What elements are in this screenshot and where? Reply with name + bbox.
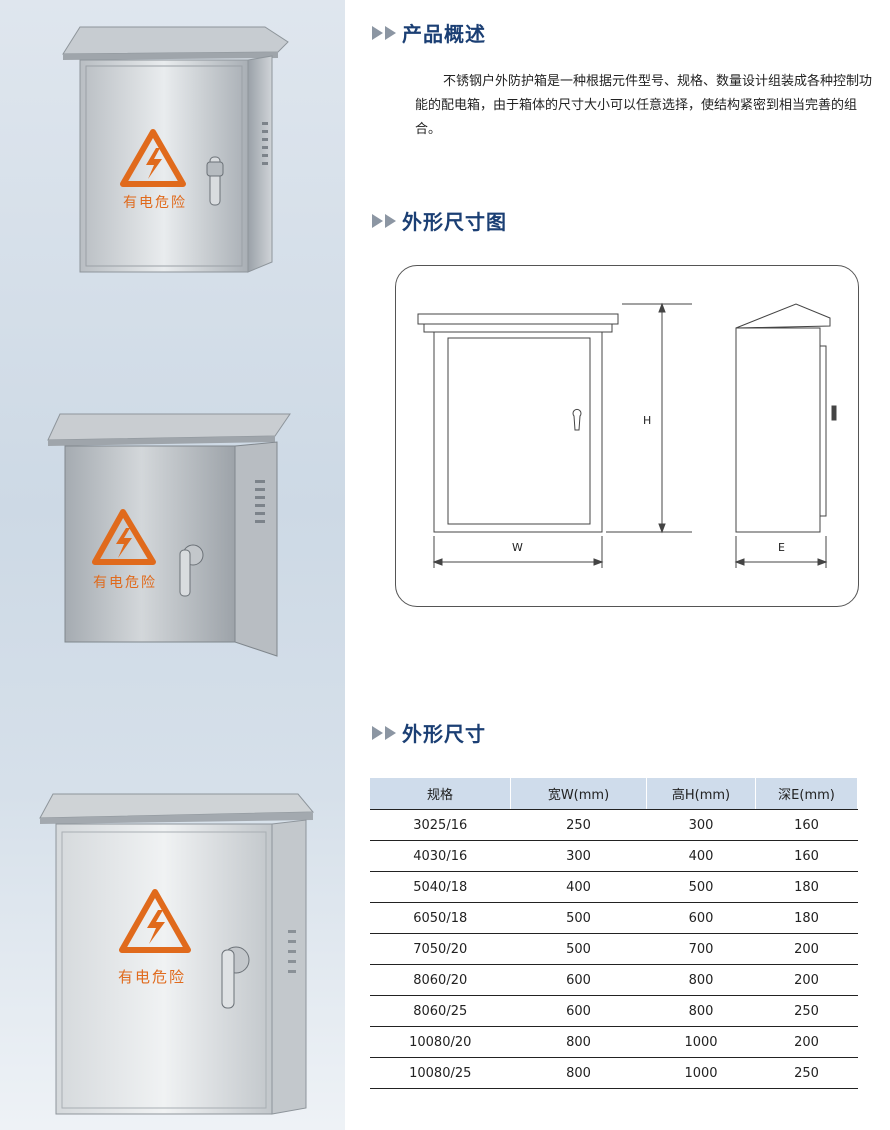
table-cell: 400 — [510, 871, 647, 903]
table-cell: 200 — [755, 964, 858, 996]
table-cell: 4030/16 — [370, 840, 511, 872]
table-cell: 800 — [646, 995, 756, 1027]
overview-text: 不锈钢户外防护箱是一种根据元件型号、规格、数量设计组装成各种控制功能的配电箱，由… — [415, 74, 873, 137]
table-cell: 500 — [510, 933, 647, 965]
table-cell: 10080/20 — [370, 1026, 511, 1058]
table-cell: 800 — [510, 1026, 647, 1058]
header-spec: 规格 — [370, 778, 511, 810]
warning-label-3: 有电危险 — [118, 968, 187, 986]
table-cell: 700 — [646, 933, 756, 965]
dimension-drawing: W H E — [395, 265, 859, 607]
table-cell: 800 — [646, 964, 756, 996]
table-cell: 200 — [755, 933, 858, 965]
table-cell: 160 — [755, 840, 858, 872]
table-cell: 600 — [646, 902, 756, 934]
table-cell: 3025/16 — [370, 809, 511, 841]
table-cell: 7050/20 — [370, 933, 511, 965]
table-cell: 8060/25 — [370, 995, 511, 1027]
header-width: 宽W(mm) — [510, 778, 647, 810]
height-label: H — [643, 414, 652, 427]
table-cell: 6050/18 — [370, 902, 511, 934]
overview-heading: 产品概述 — [372, 18, 486, 47]
table-cell: 250 — [755, 995, 858, 1027]
header-depth: 深E(mm) — [755, 778, 858, 810]
table-cell: 400 — [646, 840, 756, 872]
double-arrow-icon — [372, 213, 396, 228]
table-heading: 外形尺寸 — [372, 718, 486, 747]
table-cell: 180 — [755, 902, 858, 934]
table-header-row: 规格 宽W(mm) 高H(mm) 深E(mm) — [370, 778, 858, 810]
width-label: W — [512, 541, 523, 554]
table-cell: 160 — [755, 809, 858, 841]
table-cell: 1000 — [646, 1026, 756, 1058]
warning-label-2: 有电危险 — [93, 575, 157, 591]
table-cell: 600 — [510, 964, 647, 996]
table-cell: 10080/25 — [370, 1057, 511, 1089]
table-cell: 600 — [510, 995, 647, 1027]
table-cell: 500 — [646, 871, 756, 903]
header-height: 高H(mm) — [646, 778, 756, 810]
drawing-heading: 外形尺寸图 — [372, 206, 507, 235]
table-cell: 180 — [755, 871, 858, 903]
table-cell: 5040/18 — [370, 871, 511, 903]
depth-label: E — [778, 541, 785, 554]
double-arrow-icon — [372, 25, 396, 40]
table-title: 外形尺寸 — [402, 722, 486, 746]
table-cell: 500 — [510, 902, 647, 934]
table-cell: 250 — [510, 809, 647, 841]
overview-title: 产品概述 — [402, 22, 486, 46]
drawing-title: 外形尺寸图 — [402, 210, 507, 234]
warning-label-1: 有电危险 — [123, 195, 187, 211]
table-cell: 300 — [646, 809, 756, 841]
cabinet-photo-3 — [38, 790, 318, 1120]
table-cell: 800 — [510, 1057, 647, 1089]
table-cell: 200 — [755, 1026, 858, 1058]
double-arrow-icon — [372, 725, 396, 740]
table-cell: 300 — [510, 840, 647, 872]
cabinet-photo-1 — [60, 22, 295, 282]
table-cell: 1000 — [646, 1057, 756, 1089]
table-cell: 8060/20 — [370, 964, 511, 996]
table-cell: 250 — [755, 1057, 858, 1089]
cabinet-photo-2 — [45, 410, 295, 670]
